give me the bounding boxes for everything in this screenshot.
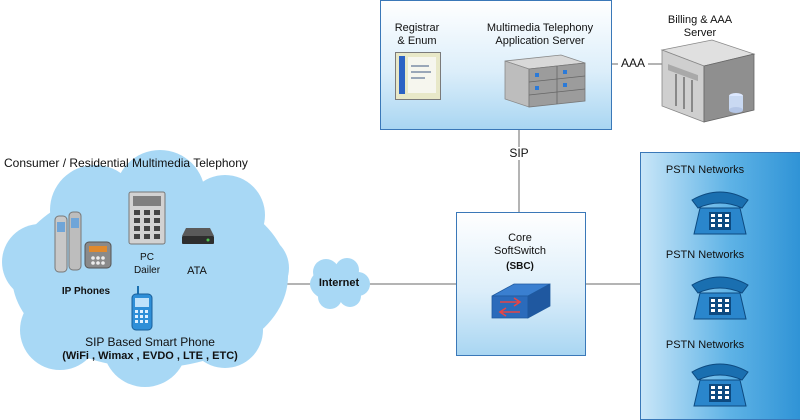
- mmtas-label: Multimedia Telephony Application Server: [470, 22, 610, 48]
- billing-label-line1: Billing & AAA: [667, 14, 733, 26]
- internet-cloud: [310, 258, 370, 309]
- sip-label: SIP: [506, 147, 532, 160]
- mmtas-label-line1: Multimedia Telephony: [486, 22, 594, 34]
- core-softswitch-label: Core SoftSwitch (SBC): [456, 232, 584, 273]
- sbc-label: (SBC): [506, 261, 534, 272]
- aaa-label: AAA: [618, 57, 648, 70]
- pstn-label-1: PSTN Networks: [665, 164, 745, 176]
- pstn-label-3: PSTN Networks: [665, 339, 745, 351]
- internet-label: Internet: [318, 277, 360, 289]
- consumer-title: Consumer / Residential Multimedia Teleph…: [4, 156, 248, 170]
- registrar-label-line2: & Enum: [397, 35, 437, 47]
- pstn-box: [640, 152, 800, 420]
- smartphone-label: SIP Based Smart Phone (WiFi , Wimax , EV…: [30, 335, 270, 363]
- registrar-window-icon: [395, 52, 441, 100]
- core-label-line2: SoftSwitch: [494, 245, 546, 257]
- pc-dialer-label-line1: PC: [140, 252, 154, 263]
- pc-dialer-label: PC Dailer: [125, 251, 169, 277]
- core-label-line1: Core: [508, 232, 532, 244]
- billing-label-line2: Server: [683, 27, 717, 39]
- ip-phones-label: IP Phones: [61, 286, 111, 297]
- smartphone-label-line1: SIP Based Smart Phone: [85, 335, 215, 349]
- mmtas-label-line2: Application Server: [495, 35, 585, 47]
- billing-label: Billing & AAA Server: [650, 14, 750, 40]
- pc-dialer-label-line2: Dailer: [133, 265, 161, 276]
- ata-label: ATA: [187, 265, 207, 277]
- registrar-label-line1: Registrar: [394, 22, 440, 34]
- registrar-label: Registrar & Enum: [383, 22, 451, 48]
- pstn-label-2: PSTN Networks: [665, 249, 745, 261]
- smartphone-label-line2: (WiFi , Wimax , EVDO , LTE , ETC): [62, 350, 238, 362]
